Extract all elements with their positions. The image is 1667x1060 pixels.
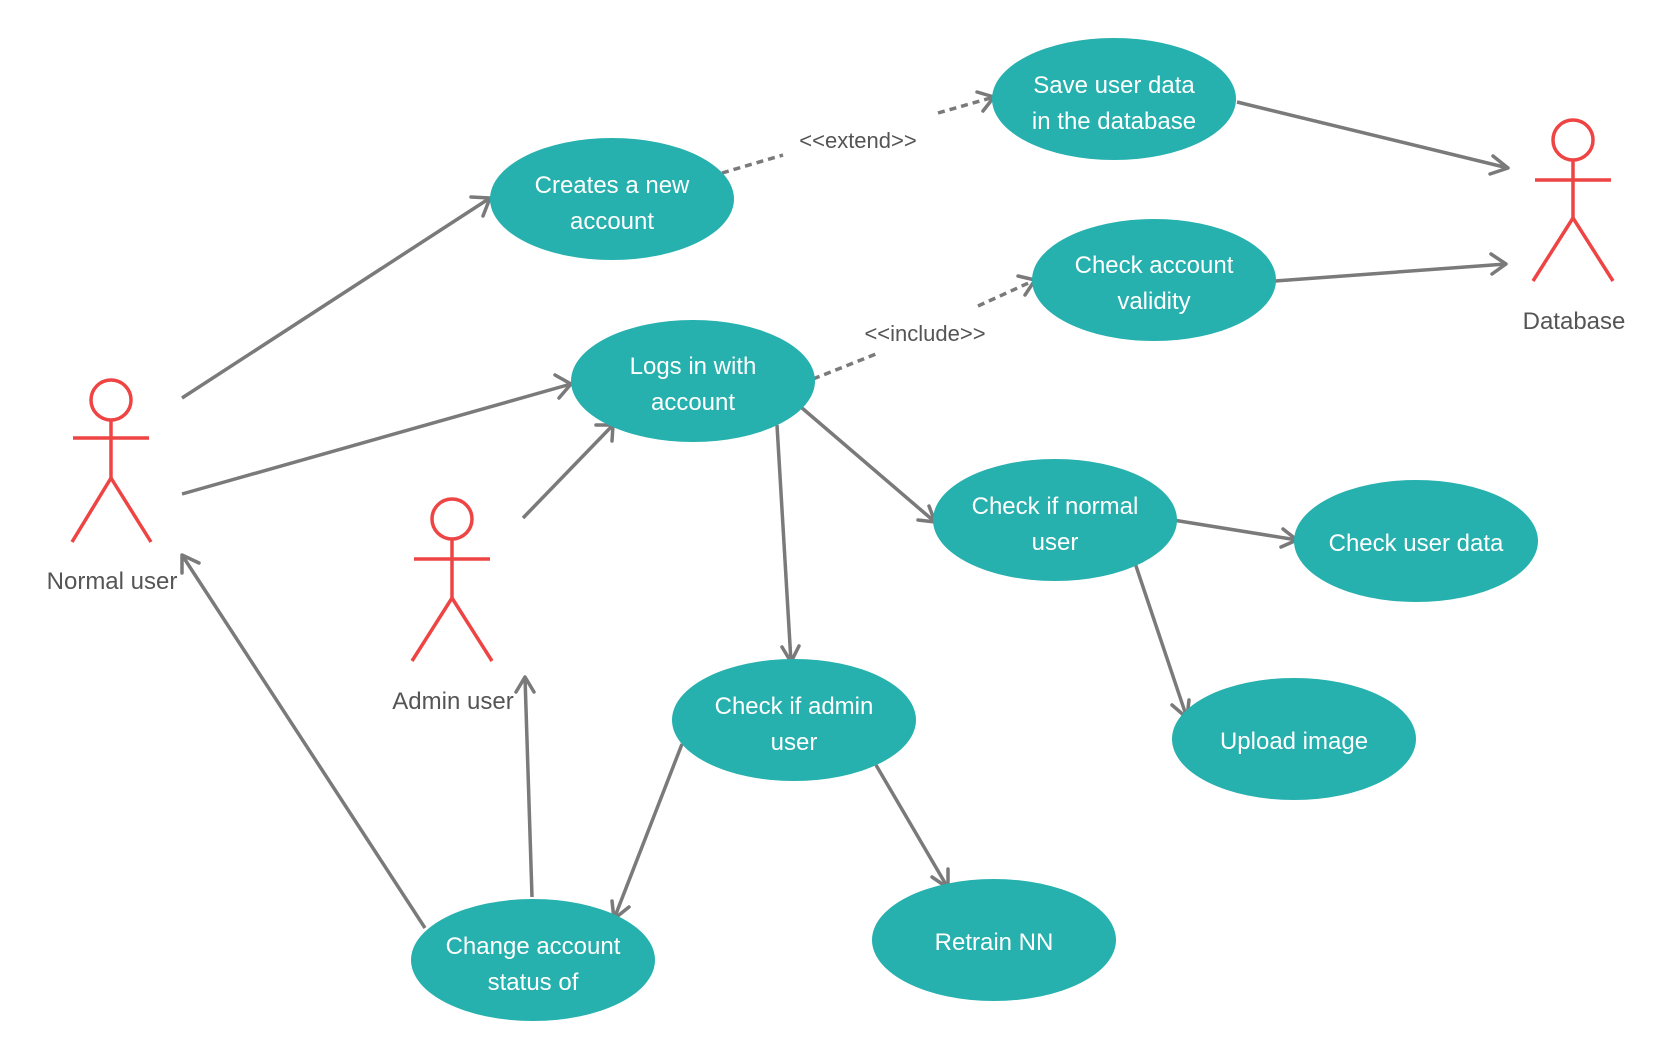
use-case-upload-image[interactable]: Upload image [1172, 678, 1416, 800]
use-case-logs-in[interactable]: Logs in with account [571, 320, 815, 442]
edge-check-normal-to-user-data [1172, 518, 1299, 549]
use-case-label: Retrain NN [935, 929, 1054, 956]
edge-admin-user-to-logs-in [521, 423, 615, 520]
use-case-check-normal-user[interactable]: Check if normal user [933, 459, 1177, 581]
use-case-label: Logs in with [630, 353, 757, 380]
actor-admin-user[interactable]: Admin user [392, 497, 514, 715]
use-case-label: in the database [1032, 108, 1196, 135]
use-case-label: validity [1117, 288, 1190, 315]
use-case-check-user-data[interactable]: Check user data [1294, 480, 1538, 602]
use-case-label: Change account [446, 933, 621, 960]
use-case-save-user-data[interactable]: Save user data in the database [992, 38, 1236, 160]
edge-check-admin-to-change-status [610, 743, 684, 921]
use-case-label: user [771, 729, 818, 756]
edge-validity-to-database [1274, 252, 1508, 283]
use-case-label: Check account [1075, 252, 1234, 279]
actor-label: Database [1523, 308, 1626, 335]
use-case-label: account [651, 389, 735, 416]
stick-figure-icon [410, 497, 494, 662]
edge-normal-user-to-logs-in [181, 373, 573, 496]
include-label: <<include>> [864, 321, 985, 346]
actor-label: Normal user [47, 568, 178, 595]
edge-change-status-to-admin [514, 675, 536, 898]
edge-check-normal-to-upload [1133, 562, 1191, 720]
edge-save-to-database [1236, 100, 1510, 176]
use-case-label: user [1032, 529, 1079, 556]
stick-figure-icon [1531, 118, 1615, 282]
use-case-retrain-nn[interactable]: Retrain NN [872, 879, 1116, 1001]
use-case-label: Upload image [1220, 728, 1368, 755]
use-case-change-account-status[interactable]: Change account status of [411, 899, 655, 1021]
use-case-label: account [570, 208, 654, 235]
use-case-label: Save user data [1033, 72, 1195, 99]
use-case-label: Creates a new [535, 172, 690, 199]
edge-logs-in-to-check-normal [800, 406, 937, 524]
use-case-check-admin-user[interactable]: Check if admin user [672, 659, 916, 781]
stick-figure-icon [70, 378, 153, 543]
use-case-creates-account[interactable]: Creates a new account [490, 138, 734, 260]
actor-database[interactable]: Database [1523, 118, 1626, 335]
use-case-check-account-validity[interactable]: Check account validity [1032, 219, 1276, 341]
edge-change-status-to-normal [180, 553, 427, 929]
edge-logs-in-to-check-admin [775, 424, 801, 664]
edge-check-admin-to-retrain [874, 764, 950, 890]
use-case-label: Check if admin [715, 693, 874, 720]
use-case-label: status of [488, 969, 579, 996]
use-case-label: Check user data [1329, 530, 1504, 557]
extend-label: <<extend>> [799, 128, 916, 153]
actor-label: Admin user [392, 688, 513, 715]
use-case-label: Check if normal [972, 493, 1139, 520]
edges [180, 90, 1510, 929]
edge-normal-user-to-creates-account [181, 195, 492, 400]
actor-normal-user[interactable]: Normal user [47, 378, 178, 595]
